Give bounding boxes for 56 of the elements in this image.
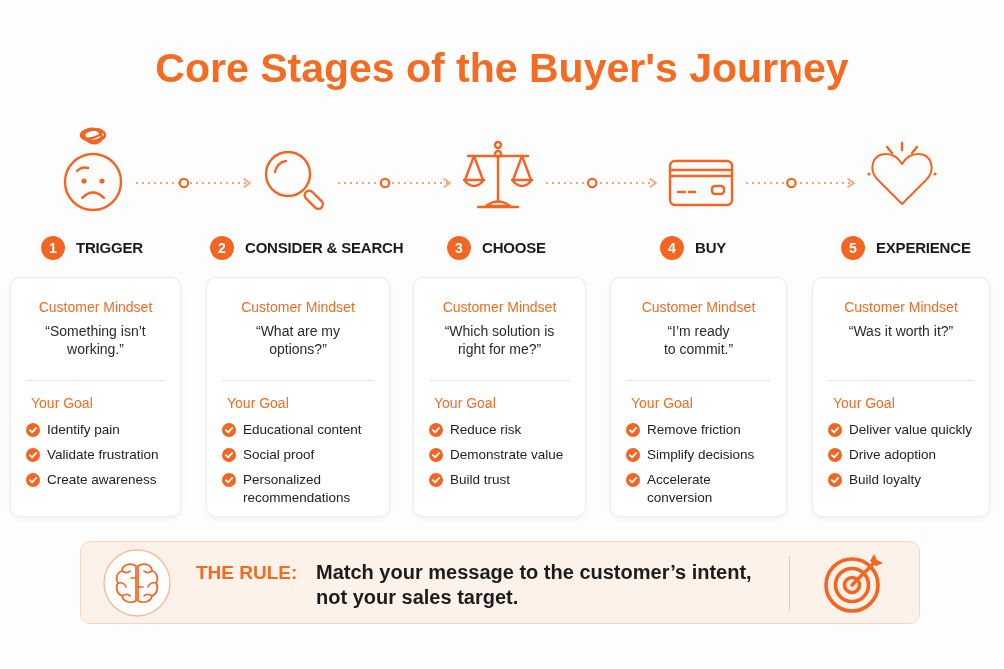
magnifying-glass-icon [262, 148, 326, 210]
diagram-title: Core Stages of the Buyer's Journey [155, 44, 849, 92]
goal-item: Personalized recommendations [243, 471, 352, 507]
dotted-arrow [337, 177, 451, 189]
step-number-badge: 5 [841, 236, 865, 260]
dotted-arrow [545, 177, 657, 189]
quote-text: “Was it worth it?” [847, 322, 955, 340]
section-heading: Your Goal [227, 395, 289, 411]
credit-card-icon [668, 159, 734, 207]
quote-text: “I’m ready to commit.” [662, 322, 735, 358]
heart-icon [866, 142, 938, 208]
goal-item: Demonstrate value [450, 446, 564, 464]
goal-item: Deliver value quickly [849, 421, 973, 439]
stage-heading: BUY [695, 238, 727, 258]
quote-text: “Something isn’t working.” [44, 322, 147, 358]
goal-item: Reduce risk [450, 421, 522, 439]
rule-banner [80, 541, 920, 624]
stage-card [812, 277, 990, 517]
quote-text: “Which solution is right for me?” [443, 322, 556, 358]
goal-item: Remove friction [647, 421, 741, 439]
dotted-arrow [745, 177, 855, 189]
rule-label: THE RULE: [196, 561, 298, 585]
step-number-badge: 3 [447, 236, 471, 260]
goal-item: Educational content [243, 421, 362, 439]
goal-item: Build trust [450, 471, 511, 489]
step-number-badge: 1 [41, 236, 65, 260]
section-heading: Your Goal [833, 395, 895, 411]
step-number-badge: 2 [210, 236, 234, 260]
goal-item: Drive adoption [849, 446, 937, 464]
dotted-arrow [135, 177, 251, 189]
goal-item: Simplify decisions [647, 446, 755, 464]
goal-item: Build loyalty [849, 471, 922, 489]
stage-card [10, 277, 181, 517]
goal-item: Create awareness [47, 471, 157, 489]
stage-heading: TRIGGER [76, 238, 143, 258]
stage-heading: CHOOSE [482, 238, 546, 258]
stage-card [413, 277, 586, 517]
stage-card [610, 277, 787, 517]
stage-heading: EXPERIENCE [876, 238, 971, 258]
goal-item: Accelerate conversion [647, 471, 714, 507]
stage-card [206, 277, 390, 517]
rule-text: Match your message to the customer’s intent, not your sales target. [316, 560, 753, 610]
section-heading: Your Goal [631, 395, 693, 411]
section-heading: Customer Mindset [38, 299, 153, 315]
section-heading: Customer Mindset [641, 299, 756, 315]
goal-item: Social proof [243, 446, 315, 464]
section-heading: Customer Mindset [241, 299, 355, 315]
quote-text: “What are my options?” [255, 322, 341, 358]
goal-item: Identify pain [47, 421, 120, 439]
step-number-badge: 4 [660, 236, 684, 260]
stage-heading: CONSIDER & SEARCH [245, 238, 404, 258]
section-heading: Your Goal [434, 395, 496, 411]
section-heading: Your Goal [31, 395, 93, 411]
section-heading: Customer Mindset [442, 299, 557, 315]
section-heading: Customer Mindset [844, 299, 958, 315]
goal-item: Validate frustration [47, 446, 159, 464]
